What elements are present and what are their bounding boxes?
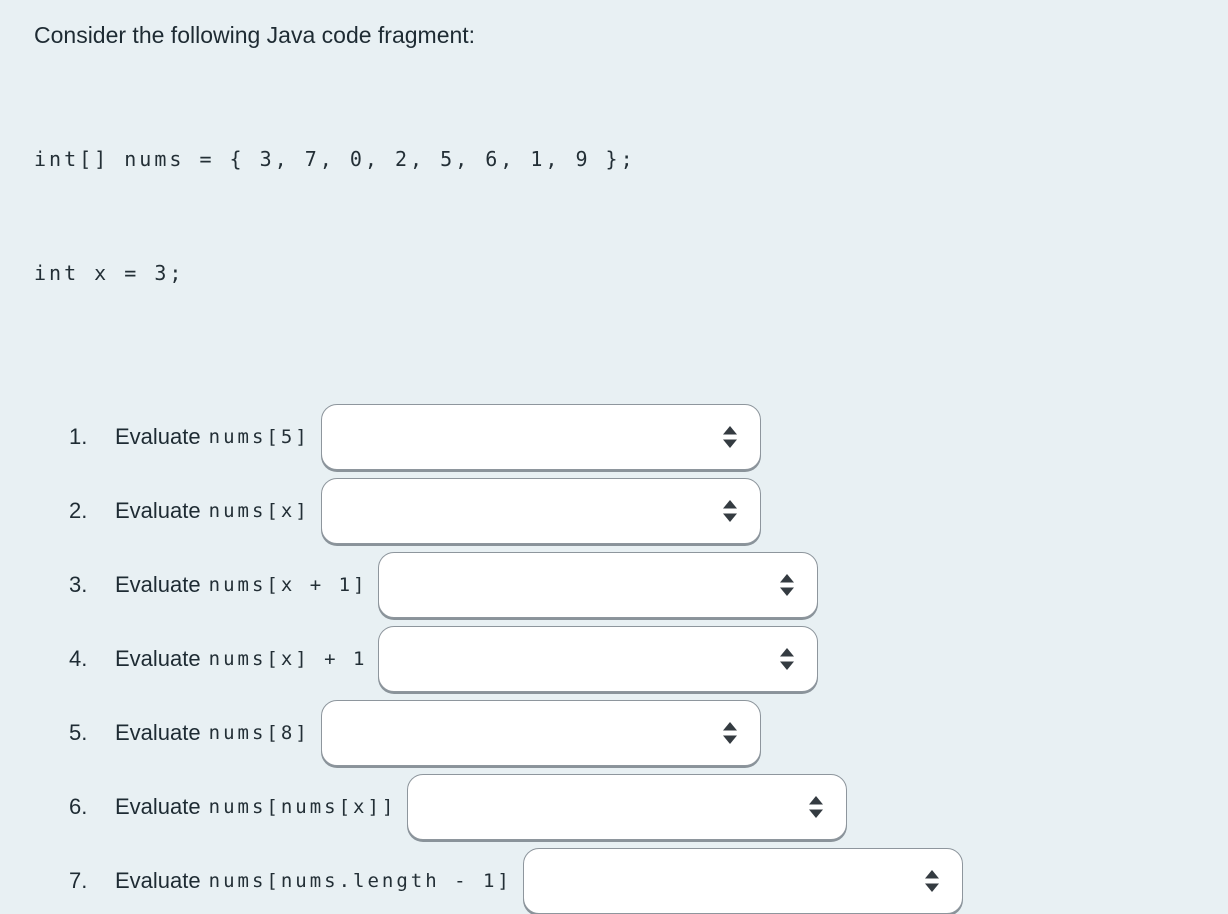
question-label: Evaluate [115,794,201,819]
question-number: 5. [69,720,88,745]
answer-select-wrap-7 [522,848,963,914]
question-expression: nums[8] [208,722,310,744]
question-row-2: 2. Evaluate nums[x] [34,478,1228,544]
question-label: Evaluate [115,572,201,597]
answer-select-7[interactable] [522,848,963,914]
answer-select-1[interactable] [320,404,761,470]
question-number: 2. [69,498,88,523]
answer-select-3[interactable] [378,552,819,618]
answer-select-wrap-3 [378,552,819,618]
question-row-6: 6. Evaluate nums[nums[x]] [34,774,1228,840]
answer-select-5[interactable] [320,700,761,766]
question-number: 4. [69,646,88,671]
question-expression: nums[5] [208,426,310,448]
question-expression: nums[nums.length - 1] [208,870,512,892]
question-label: Evaluate [115,720,201,745]
question-row-1: 1. Evaluate nums[5] [34,404,1228,470]
java-code-block: int[] nums = { 3, 7, 0, 2, 5, 6, 1, 9 };… [34,64,1228,368]
question-expression: nums[x] + 1 [208,648,368,670]
question-number: 7. [69,868,88,893]
question-label: Evaluate [115,498,201,523]
answer-select-wrap-1 [320,404,761,470]
question-row-5: 5. Evaluate nums[8] [34,700,1228,766]
question-expression: nums[x] [208,500,310,522]
question-label: Evaluate [115,424,201,449]
answer-select-4[interactable] [378,626,819,692]
answer-select-wrap-2 [320,478,761,544]
answer-select-wrap-6 [407,774,848,840]
code-line-2: int x = 3; [34,261,185,285]
question-list: 1. Evaluate nums[5] 2. Evaluate nums[x] … [34,404,1228,914]
answer-select-2[interactable] [320,478,761,544]
code-line-1: int[] nums = { 3, 7, 0, 2, 5, 6, 1, 9 }; [34,147,636,171]
question-expression: nums[nums[x]] [208,796,397,818]
answer-select-6[interactable] [407,774,848,840]
answer-select-wrap-4 [378,626,819,692]
question-row-3: 3. Evaluate nums[x + 1] [34,552,1228,618]
question-label: Evaluate [115,868,201,893]
question-row-4: 4. Evaluate nums[x] + 1 [34,626,1228,692]
question-number: 6. [69,794,88,819]
question-expression: nums[x + 1] [208,574,368,596]
question-label: Evaluate [115,646,201,671]
question-number: 3. [69,572,88,597]
page-title: Consider the following Java code fragmen… [34,22,476,48]
question-number: 1. [69,424,88,449]
question-row-7: 7. Evaluate nums[nums.length - 1] [34,848,1228,914]
answer-select-wrap-5 [320,700,761,766]
